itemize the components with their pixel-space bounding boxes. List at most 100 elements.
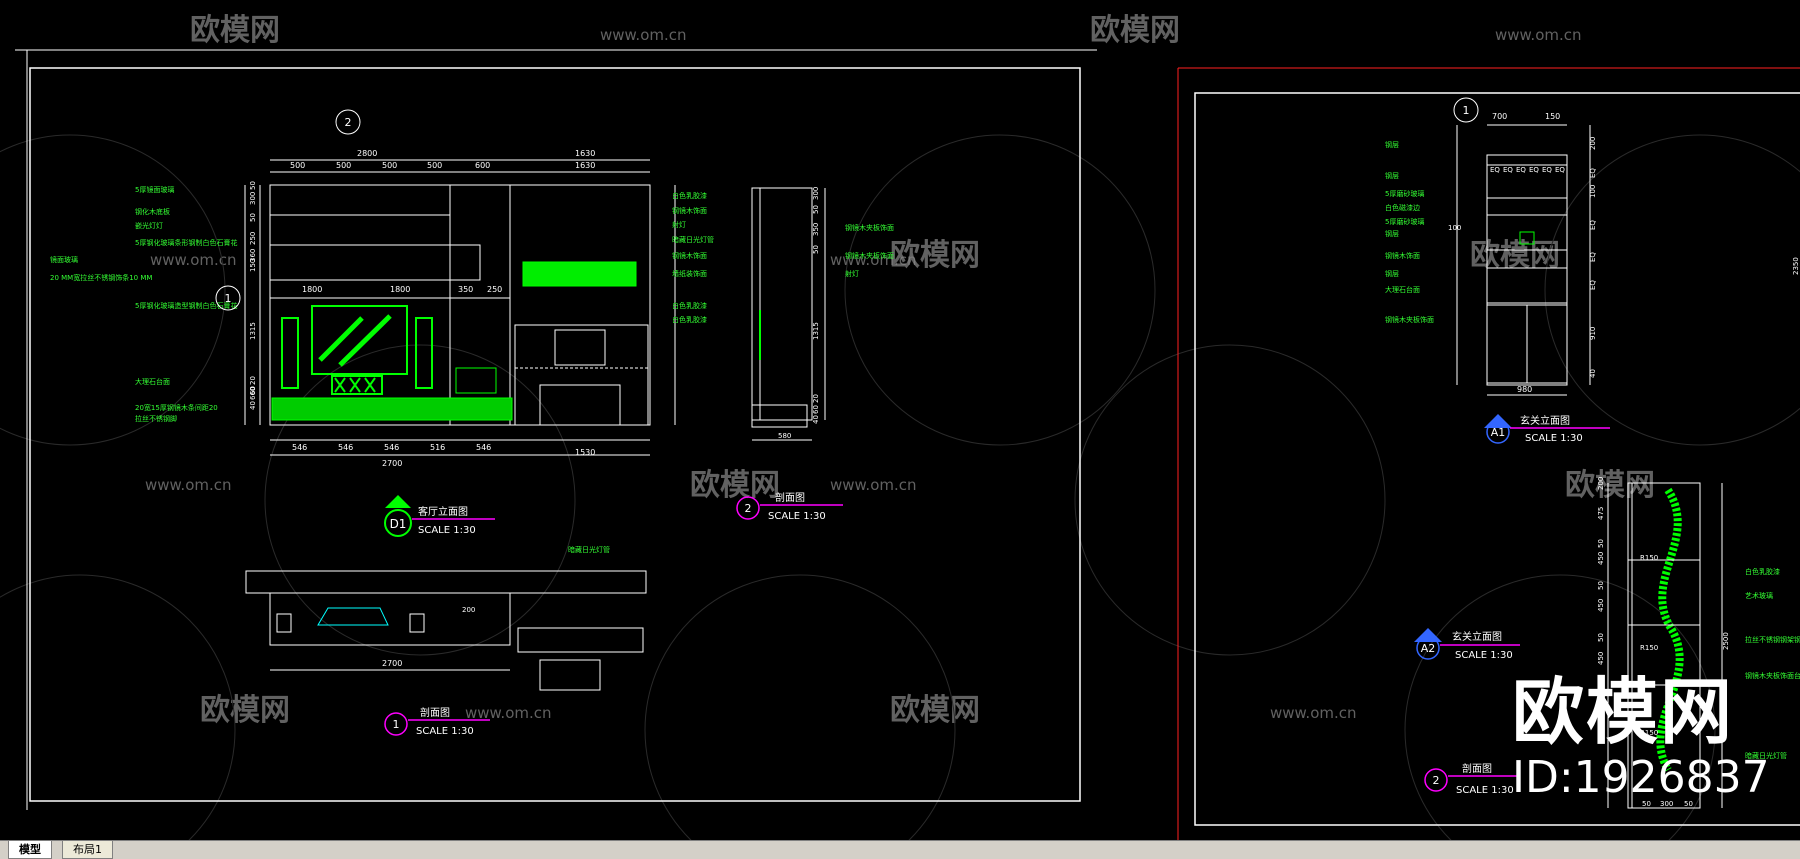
a2-dim: 450 xyxy=(1597,699,1605,712)
watermark-ring xyxy=(1074,344,1386,656)
a2-label: 暗藏日光灯管 xyxy=(1745,751,1787,760)
top-dim: 1630 xyxy=(575,161,595,170)
right-label: 射灯 xyxy=(672,220,686,229)
left-label: 20宽15厚钢镜木条间距20 xyxy=(135,403,218,412)
s2-label: 射灯 xyxy=(845,269,859,278)
tab-model[interactable]: 模型 xyxy=(8,841,52,859)
living-room-elevation[interactable] xyxy=(244,159,676,456)
watermark-url: www.om.cn xyxy=(1270,704,1357,722)
section-2-drawing[interactable] xyxy=(751,187,826,441)
a1-marker: A1 xyxy=(1491,426,1506,439)
watermark-url: www.om.cn xyxy=(465,704,552,722)
a1-eq: EQ xyxy=(1529,166,1539,174)
watermark-brand: 欧模网 xyxy=(890,693,980,728)
s2-dim: 350 xyxy=(812,223,820,236)
layout-tabs: 模型 布局1 xyxy=(0,840,1800,859)
s2-marker: 2 xyxy=(745,502,752,515)
a2-right-dim: 2500 xyxy=(1722,632,1730,650)
a1-label: 钢层 xyxy=(1385,171,1399,180)
a2-bottom-dim: 300 xyxy=(1660,800,1673,808)
s1-dim: 200 xyxy=(462,606,475,614)
left-label: 20 MM宽拉丝不锈钢饰条10 MM xyxy=(50,273,152,282)
watermark-brand: 欧模网 xyxy=(1090,13,1180,48)
s1-title: 1 剖面图 SCALE 1:30 xyxy=(384,706,490,737)
a1-label: 5厚磨砂玻璃 xyxy=(1385,217,1424,226)
overall-dim: 2800 xyxy=(357,149,377,158)
a1-right-dim: 910 xyxy=(1589,327,1597,340)
tab-layout1[interactable]: 布局1 xyxy=(62,841,113,859)
a1-top-dim: 700 xyxy=(1492,112,1507,121)
d1-title: D1 客厅立面图 SCALE 1:30 xyxy=(384,495,495,537)
watermark-url: www.om.cn xyxy=(145,476,232,494)
a1-label: 钢层 xyxy=(1385,229,1399,238)
model-id: ID:1926837 xyxy=(1512,752,1770,803)
right-sheet[interactable]: A1 玄关立面图 SCALE 1:30 A2 玄关立面图 SCALE 1:30 … xyxy=(1177,67,1800,840)
d1-circle xyxy=(384,509,412,537)
top-dim: 500 xyxy=(336,161,351,170)
entry-cabinet-elevation[interactable] xyxy=(1456,124,1591,396)
left-dim: 150 xyxy=(249,259,257,272)
s2-dim: 20 xyxy=(812,394,820,403)
sec2-marker: 2 xyxy=(1433,774,1440,787)
sec2-scale-text: SCALE 1:30 xyxy=(1456,785,1514,796)
left-label: 5厚钢化玻璃条形钢制白色石膏花 xyxy=(135,238,237,247)
base-cabinet xyxy=(271,397,513,421)
a1-bubble xyxy=(1453,97,1479,123)
a1-label: 钢层 xyxy=(1385,269,1399,278)
s2-title-text: 剖面图 xyxy=(775,491,805,504)
green-panel xyxy=(522,261,637,287)
a2-title-text: 玄关立面图 xyxy=(1452,630,1502,643)
a1-right-dim: EQ xyxy=(1589,280,1597,290)
a2-dim: 50 xyxy=(1597,581,1605,590)
s2-dim: 1315 xyxy=(812,322,820,340)
right-label: 钢镜木饰面 xyxy=(672,251,707,260)
mirror-band xyxy=(269,244,481,281)
tv-stand-box xyxy=(331,375,383,395)
a1-eq: EQ xyxy=(1555,166,1565,174)
tv-glare-2 xyxy=(338,314,392,367)
a1-label: 钢层 xyxy=(1385,140,1399,149)
left-dim: 660 xyxy=(249,387,257,400)
right-label: 白色乳胶漆 xyxy=(672,301,707,310)
left-sheet[interactable]: D1 客厅立面图 SCALE 1:30 2 剖面图 SCALE 1:30 1 剖… xyxy=(15,49,1097,810)
watermark-ring xyxy=(1404,574,1716,840)
watermark-ring xyxy=(844,134,1156,446)
left-dim: 360 xyxy=(249,249,257,262)
bottom-dim: 546 xyxy=(384,443,399,452)
plan-tv xyxy=(317,607,389,626)
right-label: 白色乳胶漆 xyxy=(672,315,707,324)
s2-dim: 60 xyxy=(812,405,820,414)
a1-right-dim: 40 xyxy=(1589,369,1597,378)
bubble-top-number: 2 xyxy=(345,116,352,129)
a1-bubble-number: 1 xyxy=(1463,104,1470,117)
tv-glare-1 xyxy=(318,316,364,362)
left-dim: 60 xyxy=(249,386,257,395)
entry-section[interactable] xyxy=(1607,482,1723,809)
watermark-url: www.om.cn xyxy=(150,251,237,269)
s1-circle xyxy=(384,712,408,736)
s1-title-text: 剖面图 xyxy=(420,706,450,719)
s2-dim: 50 xyxy=(812,245,820,254)
wave-glass xyxy=(1656,487,1684,772)
watermark-ring xyxy=(1544,134,1800,446)
section-1-drawing[interactable] xyxy=(245,570,647,691)
right-frame xyxy=(1194,92,1800,826)
brand-name: 欧模网 xyxy=(1512,670,1735,754)
watermark-brand: 欧模网 xyxy=(1565,468,1655,503)
watermark-url: www.om.cn xyxy=(830,476,917,494)
left-dim: 1315 xyxy=(249,322,257,340)
d1-marker: D1 xyxy=(390,517,407,531)
top-dim: 500 xyxy=(382,161,397,170)
watermark-url: www.om.cn xyxy=(830,251,917,269)
a2-label: 艺术玻璃 xyxy=(1745,591,1773,600)
a1-label: 钢镜木夹板饰面 xyxy=(1385,315,1434,324)
plan-speaker-right xyxy=(409,613,425,633)
a1-label: 钢镜木饰面 xyxy=(1385,251,1420,260)
tv-stand-x xyxy=(334,377,376,393)
a2-r-mark: R150 xyxy=(1640,644,1658,652)
plan-top-slab xyxy=(245,570,647,594)
fireplace-mirror xyxy=(554,329,606,366)
